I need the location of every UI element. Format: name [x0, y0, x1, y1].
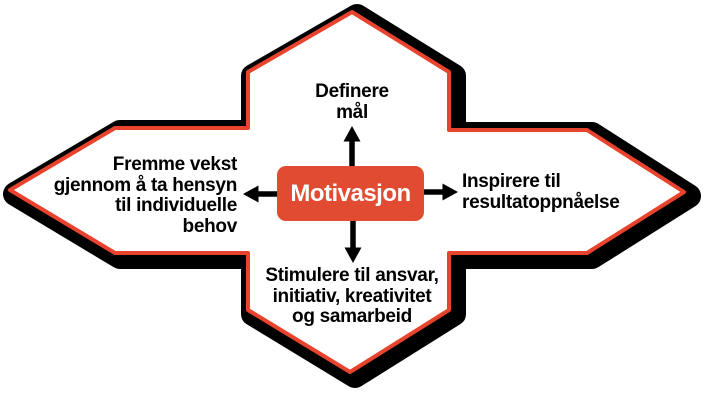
arrow-up-head-icon [343, 126, 361, 142]
node-stimulate-responsibility: Stimulere til ansvar, initiativ, kreativ… [265, 265, 439, 327]
node-promote-growth: Fremme vekst gjennom å ta hensyn til ind… [53, 154, 238, 237]
motivation-center-box: Motivasjon [277, 166, 424, 221]
arrow-down-head-icon [344, 247, 362, 263]
arrow-left [243, 185, 278, 203]
arrow-right-head-icon [442, 183, 458, 201]
arrow-up [343, 126, 361, 168]
node-inspire-results: Inspirere til resultatoppnåelse [462, 171, 620, 213]
node-define-goals: Definere mål [315, 81, 389, 123]
arrow-down [344, 219, 362, 263]
arrow-right [422, 183, 458, 201]
arrow-left-head-icon [243, 185, 259, 203]
motivation-center-label: Motivasjon [290, 179, 411, 207]
